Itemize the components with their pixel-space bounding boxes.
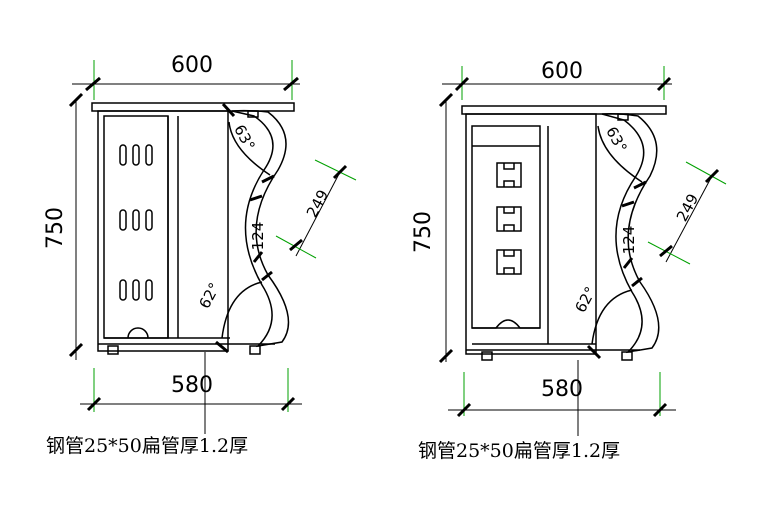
left-s-leg bbox=[231, 109, 290, 348]
right-material-note: 钢管25*50扁管厚1.2厚 bbox=[418, 440, 620, 462]
right-bracket-clips bbox=[496, 162, 522, 275]
right-side-length-label: 249 bbox=[673, 191, 702, 225]
left-vent-slots bbox=[119, 144, 153, 301]
left-top-width-label: 600 bbox=[171, 53, 213, 78]
right-s-leg bbox=[601, 113, 660, 354]
left-top-angle-label: 63° bbox=[230, 122, 258, 154]
right-top-angle-label: 63° bbox=[602, 124, 630, 156]
right-cabinet-view: 600 750 bbox=[411, 59, 727, 462]
left-height-label: 750 bbox=[43, 207, 68, 249]
left-material-note: 钢管25*50扁管厚1.2厚 bbox=[46, 435, 248, 457]
left-bottom-width-label: 580 bbox=[171, 373, 213, 398]
right-top-width-label: 600 bbox=[541, 59, 583, 84]
left-cabinet-view: 600 750 bbox=[43, 53, 357, 457]
right-height-label: 750 bbox=[411, 211, 436, 253]
left-arch-cutout bbox=[127, 327, 149, 339]
right-bottom-width-label: 580 bbox=[541, 377, 583, 402]
right-mid-length-label: 124 bbox=[620, 226, 638, 255]
left-mid-length-label: 124 bbox=[249, 222, 267, 251]
left-bottom-angle-label: 62° bbox=[195, 280, 223, 312]
left-side-length-label: 249 bbox=[303, 187, 332, 221]
